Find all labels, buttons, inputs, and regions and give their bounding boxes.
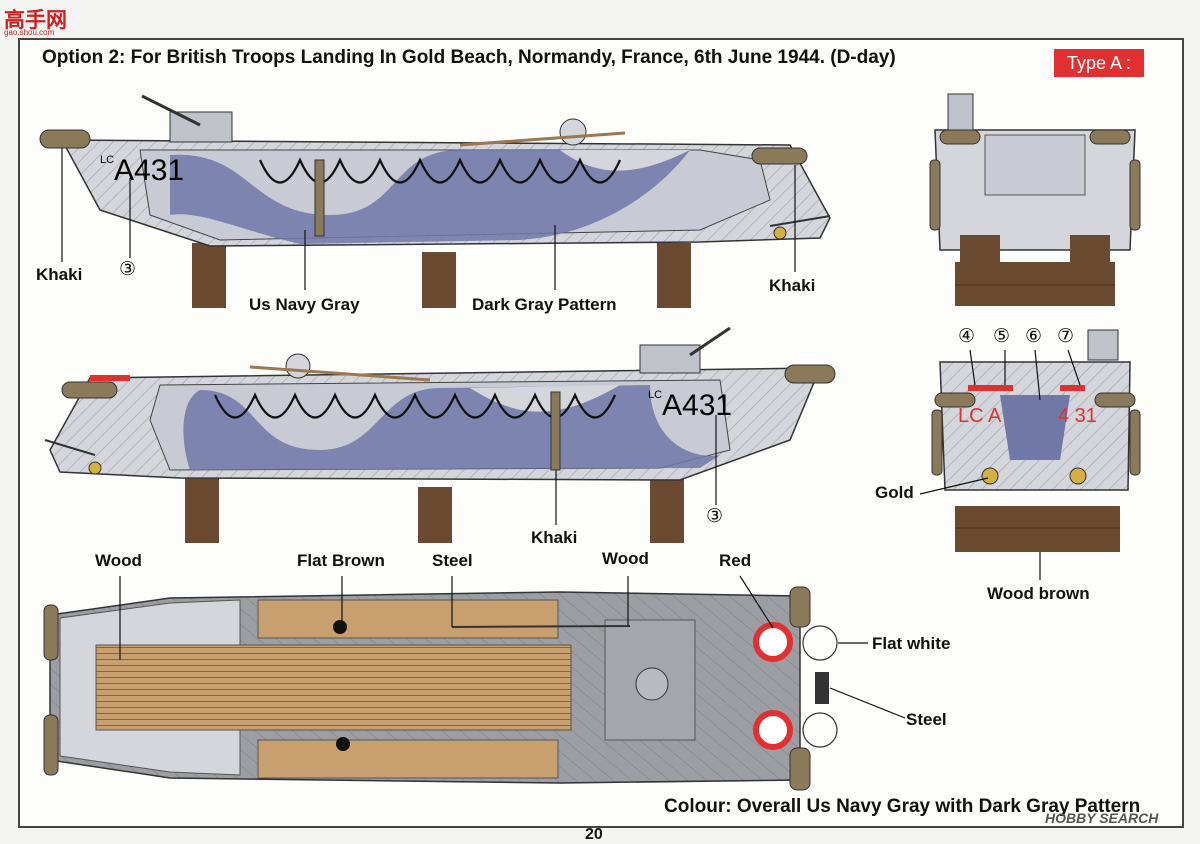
stand-block [185,478,219,543]
label-dark-gray-pattern: Dark Gray Pattern [472,295,617,314]
hull-number: A431 [662,389,732,422]
label-flat-brown: Flat Brown [297,551,385,570]
hull-prefix: LC [100,154,114,166]
label-khaki-mid: Khaki [531,528,578,547]
front-view [929,93,1141,306]
callout-4: ④ [958,325,976,347]
side-view-bottom: LC A431 [44,326,836,543]
site-logo-url: gao.shou.com [4,28,55,37]
type-badge: Type A : [1054,49,1144,77]
stern-marking-left: LC A [958,405,1002,427]
rear-view: LC A 4 31 [931,329,1141,552]
label-flat-white: Flat white [872,634,951,653]
hull-number: A431 [114,154,184,187]
page-number: 20 [585,826,603,843]
callout-3-top: ③ [119,258,137,280]
hull-prefix: LC [648,389,662,401]
stand-block [422,252,456,308]
watermark: HOBBY SEARCH [1045,810,1159,826]
callout-3-bottom: ③ [706,505,724,527]
camo-pattern [170,150,690,244]
label-wood-brown: Wood brown [987,584,1090,603]
callout-7: ⑦ [1057,325,1075,347]
deck-view [43,586,838,791]
label-us-navy-gray: Us Navy Gray [249,295,360,314]
label-red: Red [719,551,752,570]
stern-marking-right: 4 31 [1058,405,1097,427]
site-logo: 高手网 [4,8,67,32]
label-wood-2: Wood [602,549,649,568]
khaki-fender [751,147,808,165]
label-steel-2: Steel [906,710,947,729]
label-khaki-right: Khaki [769,276,816,295]
callout-6: ⑥ [1025,325,1043,347]
side-view-top: LC A431 [39,94,831,308]
label-khaki-left: Khaki [36,265,83,284]
life-ring [753,710,793,750]
colour-note: Colour: Overall Us Navy Gray with Dark G… [664,796,1141,817]
khaki-fender [39,129,91,149]
page-heading: Option 2: For British Troops Landing In … [42,47,896,68]
stand-block [657,243,691,308]
wood-deck [95,644,572,731]
stand-block [650,478,684,543]
callout-5: ⑤ [993,325,1011,347]
khaki-fender [314,159,325,237]
stand-block [955,262,1115,306]
stand-block [192,243,226,308]
label-steel-1: Steel [432,551,473,570]
label-wood-1: Wood [95,551,142,570]
stand-block [955,506,1120,552]
leader-lines [61,148,1081,719]
label-gold: Gold [875,483,914,502]
stand-block [418,487,452,543]
gun-mount [169,111,233,143]
life-ring [753,622,793,662]
